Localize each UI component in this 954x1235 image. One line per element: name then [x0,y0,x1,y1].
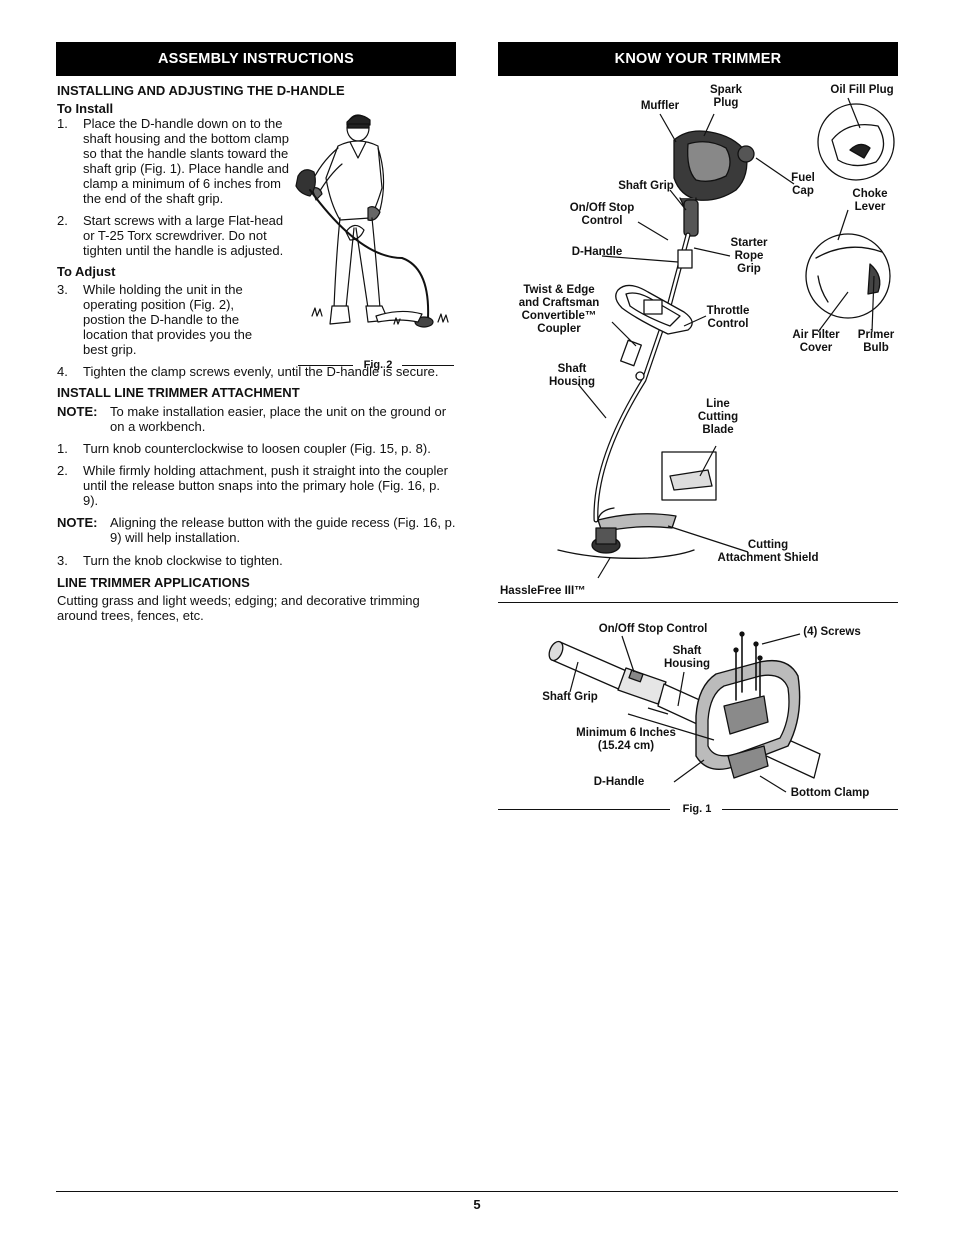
step-number: 4. [57,364,68,379]
fig1-label-screws: (4) Screws [803,626,861,638]
applications-heading: LINE TRIMMER APPLICATIONS [57,575,250,590]
fig1-dhandle-illustration [548,631,821,793]
label-choke-lever: Choke Lever [852,188,888,213]
step-number: 2. [57,213,68,228]
step-number: 1. [57,116,68,131]
line-step: 2. While firmly holding attachment, push… [57,463,457,508]
fig1-caption: Fig. 1 [682,803,712,815]
step-text: Tighten the clamp screws evenly, until t… [83,364,439,379]
step-text: Turn the knob clockwise to tighten. [83,553,283,568]
step-number: 2. [57,463,68,478]
fig1-label-shaft-housing: Shaft Housing [664,645,710,670]
page-number: 5 [473,1197,481,1212]
footer-rule [56,1191,898,1192]
applications-text: Cutting grass and light weeds; edging; a… [57,593,420,623]
fig1-label-minimum-6-inches: Minimum 6 Inches (15.24 cm) [576,727,676,752]
fig1-label-shaft-grip: Shaft Grip [542,691,598,703]
fig1-label-bottom-clamp: Bottom Clamp [790,787,870,799]
note-text: Aligning the release button with the gui… [110,515,456,545]
know-your-trimmer-banner: KNOW YOUR TRIMMER [498,42,898,76]
fig1-rule-left [498,809,670,810]
label-starter-rope-grip: Starter Rope Grip [730,237,768,275]
label-fuel-cap: Fuel Cap [791,172,815,197]
step-text: Start screws with a large Flat-head or T… [83,213,284,258]
fig1-rule-right [722,809,898,810]
step-text: While firmly holding attachment, push it… [83,463,448,508]
label-primer-bulb: Primer Bulb [857,329,895,354]
to-adjust-subheading: To Adjust [57,264,116,279]
note: NOTE: Aligning the release button with t… [57,515,457,545]
step-text: Place the D-handle down on to the shaft … [83,116,289,206]
install-step: 1. Place the D-handle down on to the sha… [57,116,293,206]
trimmer-diagram [557,97,895,579]
step-text: Turn knob counterclockwise to loosen cou… [83,441,431,456]
note-label: NOTE: [57,515,98,530]
to-install-subheading: To Install [57,101,114,116]
dhandle-heading: INSTALLING AND ADJUSTING THE D-HANDLE [57,83,345,98]
note: NOTE: To make installation easier, place… [57,404,457,434]
adjust-step: 4. Tighten the clamp screws evenly, unti… [57,364,455,379]
note-text: To make installation easier, place the u… [110,404,447,434]
fig2-rule-right [402,365,454,366]
note-label: NOTE: [57,404,98,419]
label-throttle-control: Throttle Control [706,305,750,330]
adjust-step: 3. While holding the unit in the operati… [57,282,279,357]
label-shaft-housing: Shaft Housing [549,363,595,388]
fig2-operator-illustration [295,114,449,328]
label-spark-plug: Spark Plug [710,84,742,109]
step-number: 3. [57,553,68,568]
label-muffler: Muffler [640,100,680,112]
assembly-section: INSTALLING AND ADJUSTING THE D-HANDLE To… [57,82,457,623]
section-divider [498,602,898,603]
label-oil-fill-plug: Oil Fill Plug [830,84,894,96]
assembly-instructions-banner: ASSEMBLY INSTRUCTIONS [56,42,456,76]
line-trimmer-attachment-heading: INSTALL LINE TRIMMER ATTACHMENT [57,385,300,400]
fig2-rule-left [298,365,353,366]
label-d-handle: D-Handle [571,246,623,258]
step-text: While holding the unit in the operating … [83,282,253,357]
step-number: 3. [57,282,68,297]
label-onoff-stop-control: On/Off Stop Control [569,202,635,227]
label-line-cutting-blade: Line Cutting Blade [697,398,739,436]
line-step: 3. Turn the knob clockwise to tighten. [57,553,457,568]
fig1-label-onoff-stop-control: On/Off Stop Control [598,623,708,635]
line-step: 1. Turn knob counterclockwise to loosen … [57,441,457,456]
fig2-caption: Fig. 2 [363,359,393,371]
label-shaft-grip: Shaft Grip [618,180,674,192]
label-cutting-attachment-shield: Cutting Attachment Shield [717,539,819,564]
label-air-filter-cover: Air Filter Cover [792,329,840,354]
label-twist-edge-coupler: Twist & Edge and Craftsman Convertible™ … [518,284,600,335]
fig1-label-d-handle: D-Handle [593,776,645,788]
install-step: 2. Start screws with a large Flat-head o… [57,213,293,258]
label-hasslefree: HassleFree III™ [500,585,586,597]
step-number: 1. [57,441,68,456]
